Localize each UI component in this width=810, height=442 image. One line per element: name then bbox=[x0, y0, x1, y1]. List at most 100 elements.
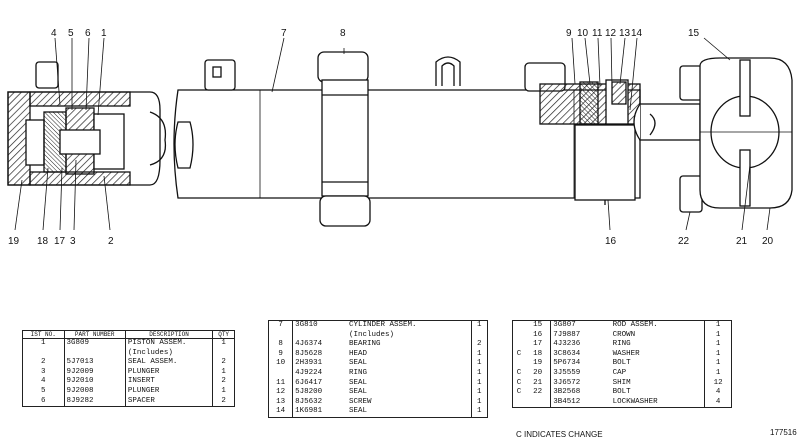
cell-part: 2H3931 bbox=[295, 359, 323, 368]
callout-8: 8 bbox=[340, 28, 346, 39]
cell-mark: C bbox=[516, 378, 522, 387]
cell-mark: C bbox=[516, 349, 522, 358]
cell-desc: SEAL ASSEM. bbox=[124, 358, 214, 368]
cell-no bbox=[22, 348, 65, 359]
cell-qty: 1 bbox=[212, 367, 235, 378]
cell-desc: HEAD bbox=[348, 349, 367, 358]
cell-desc: PLUNGER bbox=[124, 367, 214, 378]
cell-desc: SEAL bbox=[348, 359, 367, 368]
callout-18: 18 bbox=[37, 236, 49, 247]
cell-desc: INSERT bbox=[124, 377, 214, 387]
cell-part: 9J2009 bbox=[66, 367, 94, 376]
piston-rod bbox=[633, 103, 701, 141]
cell-desc: (Includes) bbox=[124, 348, 214, 359]
cell-desc: BOLT bbox=[612, 359, 631, 368]
cell-no: 20 bbox=[525, 368, 552, 379]
cell-part: 7J9887 bbox=[553, 330, 581, 339]
cell-desc: SEAL bbox=[348, 388, 367, 397]
cell-part: 4J3236 bbox=[553, 340, 581, 349]
cell-part: 4J9224 bbox=[295, 368, 323, 377]
cell-part: 5J8200 bbox=[295, 388, 323, 397]
callout-15: 15 bbox=[688, 28, 700, 39]
cell-no: 6 bbox=[22, 396, 65, 407]
cell-qty: 2 bbox=[212, 358, 235, 368]
callout-14: 14 bbox=[631, 28, 643, 39]
cell-desc: CAP bbox=[612, 368, 627, 377]
callout-13: 13 bbox=[619, 28, 631, 39]
callout-16: 16 bbox=[605, 236, 617, 247]
callout-labels: 4 5 6 1 7 8 9 10 11 12 13 14 15 19 18 17… bbox=[8, 28, 774, 247]
cell-desc: PLUNGER bbox=[124, 386, 214, 397]
cell-qty: 1 bbox=[470, 407, 488, 418]
cell-no: 13 bbox=[268, 397, 294, 408]
cell-no: 8 bbox=[268, 340, 294, 350]
cell-mark bbox=[513, 340, 526, 350]
cell-desc: SEAL bbox=[348, 407, 367, 416]
col-header-qty: QTY bbox=[212, 330, 235, 339]
head-section bbox=[524, 62, 641, 205]
cell-part: 3C8634 bbox=[553, 349, 581, 358]
cell-qty: 1 bbox=[470, 388, 488, 398]
cell-desc: RING bbox=[348, 368, 367, 377]
cell-qty: 1 bbox=[212, 338, 235, 349]
cell-part bbox=[293, 331, 347, 341]
cell-part: 4J6374 bbox=[295, 340, 323, 349]
callout-12: 12 bbox=[605, 28, 617, 39]
callout-10: 10 bbox=[577, 28, 589, 39]
cell-no bbox=[268, 368, 294, 379]
leader-lines bbox=[14, 37, 771, 231]
cell-qty bbox=[212, 348, 235, 359]
cell-qty: 1 bbox=[704, 320, 732, 331]
cell-part: 8J5632 bbox=[295, 397, 323, 406]
cell-qty: 1 bbox=[704, 349, 732, 360]
cell-mark bbox=[513, 359, 526, 369]
cell-no: 9 bbox=[268, 349, 294, 360]
document-number: 177516 bbox=[770, 428, 797, 437]
callout-21: 21 bbox=[736, 236, 748, 247]
cell-qty: 1 bbox=[704, 368, 732, 379]
cell-part: 3G807 bbox=[553, 321, 576, 329]
cell-no: 21 bbox=[525, 378, 552, 389]
callout-19: 19 bbox=[8, 236, 20, 247]
cell-desc: SHIM bbox=[612, 378, 631, 387]
cell-desc: CROWN bbox=[612, 330, 636, 339]
callout-4: 4 bbox=[51, 28, 57, 39]
cell-no: 3 bbox=[22, 367, 65, 378]
callout-9: 9 bbox=[566, 28, 572, 39]
cell-qty: 1 bbox=[470, 378, 488, 389]
cell-part: 3B2568 bbox=[553, 388, 581, 397]
col-header-part: PART NUMBER bbox=[64, 330, 126, 339]
cell-mark: C bbox=[516, 368, 522, 377]
cell-no: 1 bbox=[22, 338, 65, 349]
cell-mark bbox=[513, 398, 526, 408]
cell-part: 5J7013 bbox=[66, 358, 94, 367]
callout-5: 5 bbox=[68, 28, 74, 39]
cell-qty: 1 bbox=[212, 386, 235, 397]
cylinder-body bbox=[173, 56, 641, 199]
piston-end-section bbox=[7, 61, 167, 186]
cell-desc: BOLT bbox=[612, 388, 631, 397]
cell-qty: 2 bbox=[212, 396, 235, 407]
cell-part: 3B4512 bbox=[553, 397, 581, 406]
cell-qty: 1 bbox=[470, 397, 488, 408]
cell-part: 3J5559 bbox=[553, 368, 581, 377]
cell-part: 6J6417 bbox=[295, 378, 323, 387]
cylinder-exploded-diagram: 4 5 6 1 7 8 9 10 11 12 13 14 15 19 18 17… bbox=[7, 28, 793, 247]
